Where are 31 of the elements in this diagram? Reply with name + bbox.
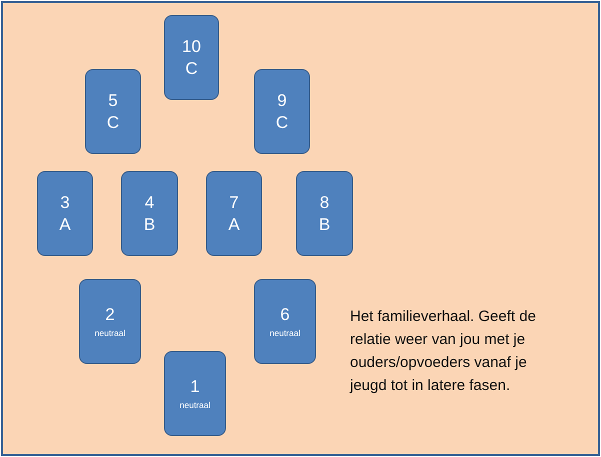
description-text: Het familieverhaal. Geeft de relatie weer van jou met je ouders/opvoeders vanaf je jeugd tot in latere fasen. <box>350 307 537 396</box>
card <box>164 351 226 436</box>
card-number: 8 <box>320 192 330 214</box>
card <box>206 171 262 256</box>
card-label: neutraal <box>270 327 300 339</box>
card <box>254 279 316 364</box>
card <box>79 279 141 364</box>
card-label: C <box>276 112 288 134</box>
card-label: A <box>228 214 240 236</box>
card <box>254 69 310 154</box>
card-label: B <box>318 214 330 236</box>
card-number: 5 <box>108 90 118 112</box>
card-number: 6 <box>280 304 290 326</box>
card-label: neutraal <box>94 327 126 339</box>
card-label: C <box>106 112 120 134</box>
card <box>296 171 353 256</box>
card <box>37 171 93 256</box>
card-number: 3 <box>60 192 70 214</box>
card-label: C <box>185 58 198 80</box>
card <box>121 171 178 256</box>
card-label: B <box>144 214 156 236</box>
card-number: 9 <box>277 90 287 112</box>
card-number: 2 <box>105 304 115 326</box>
card-number: 4 <box>144 192 154 214</box>
card-label: A <box>59 214 71 236</box>
card-label: neutraal <box>180 399 210 411</box>
card-number: 10 <box>182 36 201 58</box>
card <box>164 15 219 100</box>
card <box>85 69 141 154</box>
card-number: 1 <box>190 376 200 398</box>
card-number: 7 <box>229 192 239 214</box>
